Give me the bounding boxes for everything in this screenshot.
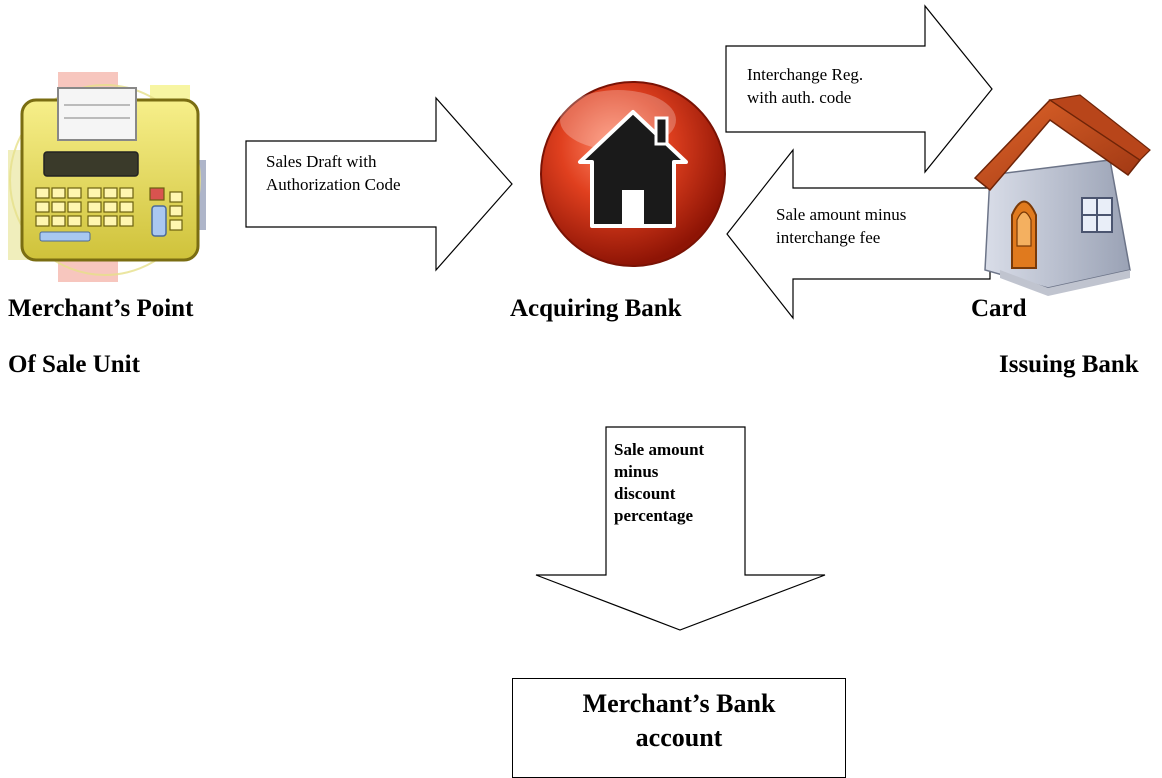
merchant-bank-account-line2: account [635,723,723,752]
arrow-sale-minus-discount [535,426,826,631]
arrow-discount-text-line2: minus [614,462,659,481]
arrow-sale-minus-interchange [726,148,991,320]
cash-register-icon [8,72,206,282]
arrow-interchange-text-line1: Interchange Reg. [747,65,864,84]
arrow-sales-draft-text-line2: Authorization Code [266,175,401,194]
arrow-interchange-text-line2: with auth. code [747,88,852,107]
arrow-discount-text-line1: Sale amount [614,440,705,459]
arrow-discount-text-line4: percentage [614,506,693,525]
arrow-interchange-fee-text-line1: Sale amount minus [776,205,907,224]
merchant-bank-account-line1: Merchant’s Bank [582,689,776,718]
merchant-pos-label-line1: Merchant’s Point [8,295,194,322]
arrow-discount-text-line3: discount [614,484,676,503]
arrow-interchange-request [725,4,993,174]
arrow-sales-draft-text-line1: Sales Draft with [266,152,377,171]
merchant-pos-label-line2: Of Sale Unit [8,351,140,378]
issuing-bank-label-line1: Card [971,295,1027,322]
acquiring-bank-label: Acquiring Bank [510,295,682,322]
merchant-bank-account-box: Merchant’s Bank account [512,678,846,778]
house-icon [973,94,1151,296]
arrow-sales-draft [245,96,513,272]
arrow-interchange-fee-text-line2: interchange fee [776,228,881,247]
red-home-button-icon [540,81,726,267]
issuing-bank-label-line2: Issuing Bank [999,351,1139,378]
